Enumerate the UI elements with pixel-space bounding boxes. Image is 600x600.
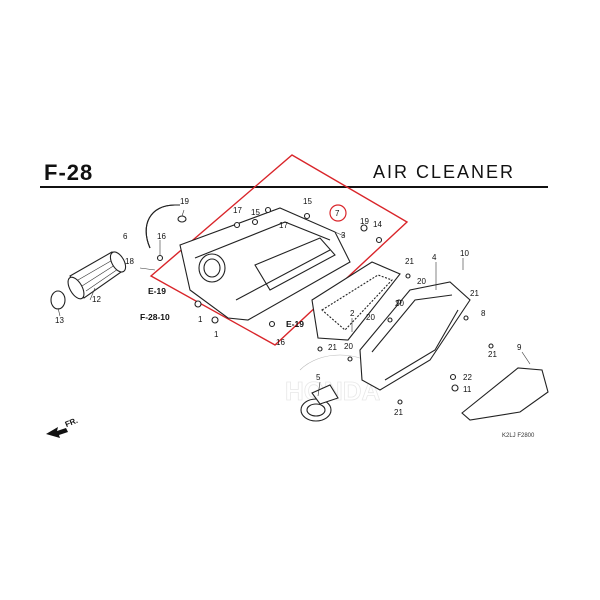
callout-4: 4 [432,253,437,262]
callout-16b: 16 [276,338,285,347]
part-5-duct [300,384,339,422]
callout-20a: 20 [417,277,426,286]
part-12-connecting-tube [67,251,127,300]
callout-circle-7 [329,204,347,222]
callout-15a: 15 [251,208,260,217]
callout-labels: 19 6 16 18 12 13 17 15 17 15 7 3 19 14 1… [55,197,522,417]
callout-20b: 20 [395,299,404,308]
callout-13: 13 [55,316,64,325]
diagram-code: K2LJ F2800 [502,433,535,439]
front-arrow-icon [46,427,68,438]
ref-left-a: E-19 [148,286,166,296]
callout-10: 10 [460,249,469,258]
callout-18: 18 [125,257,134,266]
section-code: F-28 [44,160,94,185]
callout-3: 3 [341,231,346,240]
part-19-clip [177,215,187,223]
reference-labels: E-19 E-19 F-28-10 [140,286,304,329]
ref-upper: E-19 [286,319,304,329]
callout-2: 2 [350,309,355,318]
callout-21b: 21 [470,289,479,298]
page-title: AIR CLEANER [373,162,516,182]
callout-15b: 15 [303,197,312,206]
callout-17a: 17 [233,206,242,215]
callout-21c: 21 [488,350,497,359]
bolts [156,206,494,405]
ref-left-b: F-28-10 [140,312,170,322]
callout-21d: 21 [328,343,337,352]
callout-16a: 16 [157,232,166,241]
part-4-cover [359,281,471,391]
callout-1b: 1 [214,330,219,339]
part-2-filter-element [311,261,401,341]
callout-9: 9 [517,343,522,352]
callout-19b: 19 [360,217,369,226]
callout-5: 5 [316,373,321,382]
callout-21a: 21 [405,257,414,266]
callout-19a: 19 [180,197,189,206]
callout-20d: 20 [344,342,353,351]
callout-22: 22 [463,373,472,382]
part-13-clamp [50,290,66,310]
part-9-outer-cover [461,367,549,421]
part-6-hose [145,204,180,249]
callout-7: 7 [335,209,340,218]
part-3-air-cleaner-case [179,207,351,321]
leader-lines [57,209,531,397]
callout-17b: 17 [279,221,288,230]
callout-1a: 1 [198,315,203,324]
callout-14: 14 [373,220,382,229]
callout-21e: 21 [394,408,403,417]
callout-6: 6 [123,232,128,241]
highlight-outline [149,154,409,346]
callout-12: 12 [92,295,101,304]
callout-8: 8 [481,309,486,318]
callout-11: 11 [463,385,472,394]
header-rule [40,186,548,188]
callout-20c: 20 [366,313,375,322]
